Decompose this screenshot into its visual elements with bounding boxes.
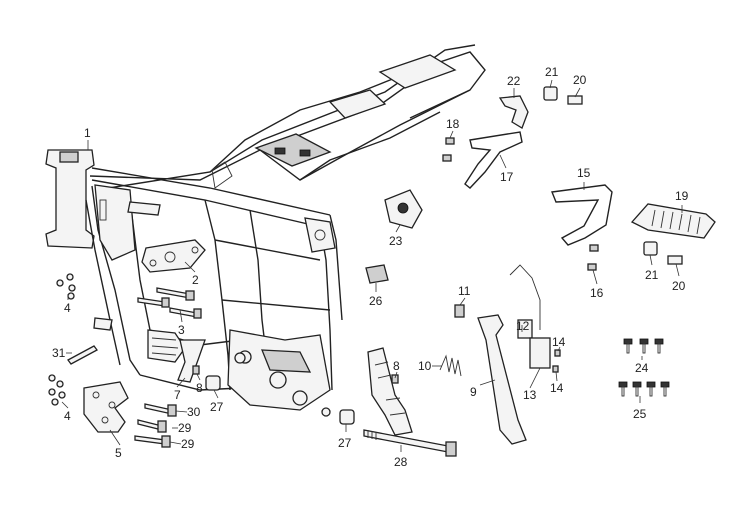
callout-1: 1 (84, 126, 91, 140)
part-16-bolt-a (589, 244, 599, 252)
part-21-nut-lower (643, 241, 658, 256)
part-15-bracket (551, 184, 613, 246)
part-11-bolt (454, 304, 465, 318)
callout-31: 31 (52, 346, 66, 360)
callout-2: 2 (192, 273, 199, 287)
part-7-footrest (147, 329, 206, 383)
part-12-13-switch (509, 264, 551, 369)
callout-4-lower: 4 (64, 409, 71, 423)
part-17-bracket (464, 131, 523, 189)
part-20-bolt-upper (567, 95, 583, 105)
part-10-spring (439, 354, 462, 377)
callout-14-lower: 14 (550, 381, 564, 395)
part-25-bolt-set (618, 381, 670, 397)
part-9-side-stand (477, 314, 527, 445)
main-frame (45, 44, 486, 417)
callout-27-right: 27 (338, 436, 352, 450)
leader-lines (61, 79, 683, 452)
callout-8-left: 8 (196, 381, 203, 395)
callout-22: 22 (507, 74, 521, 88)
callout-20-upper: 20 (573, 73, 587, 87)
callout-21-lower: 21 (645, 268, 659, 282)
part-4-nuts-lower (48, 374, 66, 406)
callout-numbers: 1 2 3 4 4 5 7 8 8 9 10 11 12 13 14 14 15… (52, 65, 689, 469)
part-22-bracket (498, 95, 529, 129)
callout-24: 24 (635, 361, 649, 375)
part-27-spacer-right (339, 409, 355, 425)
part-18-bolt-b (442, 154, 452, 162)
callout-7: 7 (174, 388, 181, 402)
part-23-plate (384, 189, 423, 229)
callout-17: 17 (500, 170, 514, 184)
part-14-screw-b (552, 365, 559, 373)
callout-13: 13 (523, 388, 537, 402)
callout-27-left: 27 (210, 400, 224, 414)
callout-18: 18 (446, 117, 460, 131)
callout-28: 28 (394, 455, 408, 469)
callout-5: 5 (115, 446, 122, 460)
part-28-long-bolt (363, 429, 457, 457)
callout-11: 11 (458, 284, 471, 298)
part-3-bolts (137, 287, 202, 319)
callout-20-lower: 20 (672, 279, 686, 293)
part-20-bolt-lower (667, 255, 683, 265)
callout-30: 30 (187, 405, 201, 419)
part-4-nuts-upper (56, 273, 76, 300)
callout-19: 19 (675, 189, 689, 203)
callout-10: 10 (418, 359, 432, 373)
part-24-bolt-set (623, 338, 664, 354)
part-18-bolt-a (445, 137, 455, 145)
callout-12: 12 (516, 319, 530, 333)
callout-16: 16 (590, 286, 604, 300)
part-8-bolt-right (391, 374, 399, 384)
callout-26: 26 (369, 294, 383, 308)
callout-15: 15 (577, 166, 591, 180)
part-31-strap (67, 345, 98, 365)
part-27-spacer-left (205, 375, 221, 391)
callout-29-upper: 29 (178, 421, 192, 435)
callout-23: 23 (389, 234, 403, 248)
part-16-bolt-b (587, 263, 597, 271)
part-26-block (365, 264, 389, 284)
part-8-bolt-left (192, 365, 200, 375)
callout-4-upper: 4 (64, 301, 71, 315)
callout-3: 3 (178, 323, 185, 337)
callout-25: 25 (633, 407, 647, 421)
callout-8-right: 8 (393, 359, 400, 373)
part-21-nut-upper (543, 86, 558, 101)
part-2-plate (141, 239, 206, 273)
callout-14-upper: 14 (552, 335, 566, 349)
callout-21-upper: 21 (545, 65, 559, 79)
part-19-footpeg (630, 203, 716, 239)
part-14-screw-a (554, 349, 561, 357)
callout-29-lower: 29 (181, 437, 195, 451)
callout-9: 9 (470, 385, 477, 399)
part-5-bracket (83, 381, 129, 433)
part-footrest-right (367, 347, 413, 436)
part-29-30-bolts (134, 403, 177, 448)
